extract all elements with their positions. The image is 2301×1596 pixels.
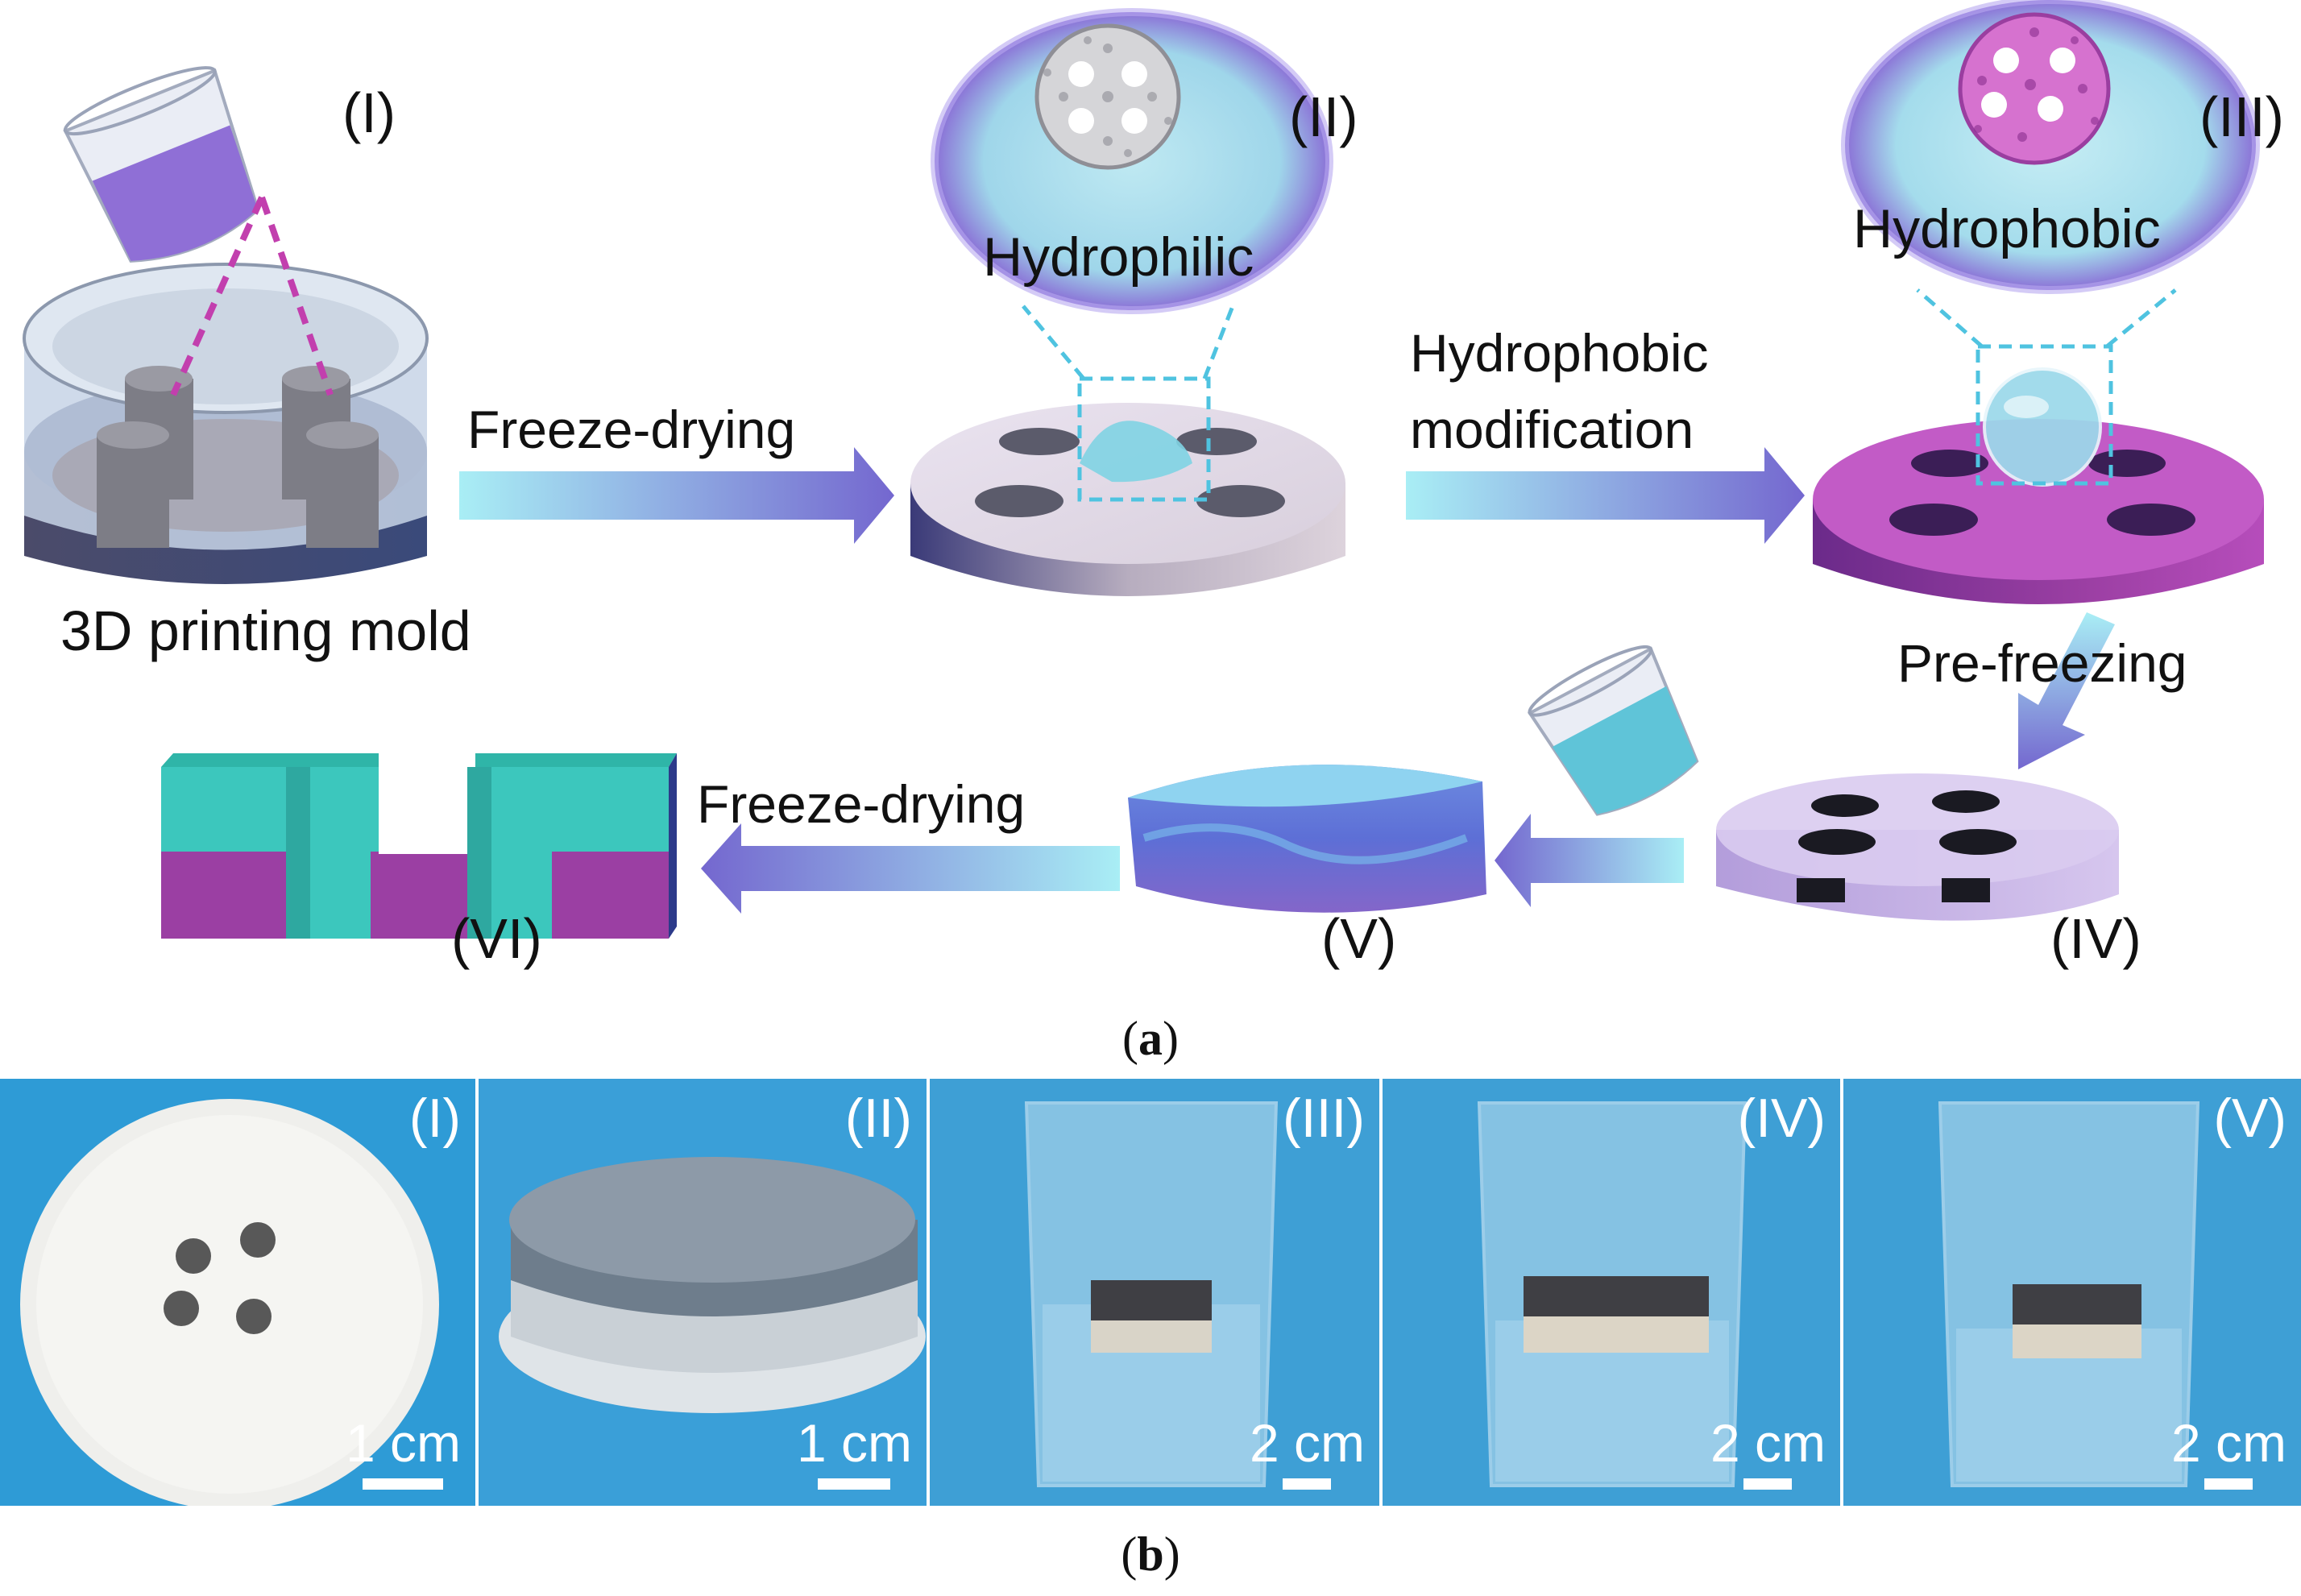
hydrophobic-zoom-bubble bbox=[1841, 0, 2260, 294]
photo-i: (I) 1 cm bbox=[0, 1079, 475, 1506]
photo-iv-scene bbox=[1477, 1101, 1748, 1487]
arrow-pre-freezing bbox=[2018, 612, 2115, 769]
mold-label: 3D printing mold bbox=[60, 599, 471, 662]
arrow-freeze-drying-bottom bbox=[701, 823, 1120, 914]
photo-v-label: (V) bbox=[2213, 1088, 2286, 1149]
beaker-pouring-ii bbox=[1527, 645, 1699, 816]
step-number-ii: (II) bbox=[1289, 85, 1358, 148]
pre-freezing-label: Pre-freezing bbox=[1897, 633, 2187, 693]
photo-i-scene bbox=[20, 1099, 439, 1506]
freeze-drying-label-bottom: Freeze-drying bbox=[697, 774, 1026, 834]
hydrophilic-zoom-bubble bbox=[931, 8, 1333, 314]
photo-ii-scale: 1 cm bbox=[797, 1412, 912, 1490]
photo-iii-scale: 2 cm bbox=[1250, 1412, 1365, 1490]
mold-illustration bbox=[23, 66, 429, 584]
hydrophobic-mod-label-line2: modification bbox=[1410, 400, 1694, 459]
final-bilayer-cross-section bbox=[161, 753, 677, 939]
caption-a: (a) bbox=[1122, 1012, 1179, 1065]
hydrophilic-label: Hydrophilic bbox=[983, 226, 1254, 288]
caption-b: (b) bbox=[1121, 1528, 1180, 1581]
photo-iii: (III) 2 cm bbox=[930, 1079, 1379, 1506]
photo-i-scale: 1 cm bbox=[346, 1412, 461, 1490]
hydrophobic-label: Hydrophobic bbox=[1853, 198, 2161, 259]
photo-ii: (II) 1 cm bbox=[479, 1079, 927, 1506]
step-number-i: (I) bbox=[342, 81, 396, 144]
step-number-vi: (VI) bbox=[451, 907, 542, 970]
photo-i-label: (I) bbox=[408, 1088, 461, 1149]
photo-strip-panel-b: (I) 1 cm (II) 1 cm (III) 2 cm bbox=[0, 1079, 2301, 1506]
scheme-panel-a bbox=[23, 0, 2264, 939]
photo-iii-label: (III) bbox=[1283, 1088, 1365, 1149]
freeze-drying-label-top: Freeze-drying bbox=[467, 400, 796, 459]
arrow-freeze-drying-top bbox=[459, 447, 894, 544]
pre-frozen-disk bbox=[1716, 773, 2119, 921]
step-number-iii: (III) bbox=[2199, 85, 2284, 148]
hydrophilic-scaffold-disk bbox=[910, 305, 1345, 596]
frozen-composite-block bbox=[1128, 765, 1486, 913]
photo-ii-scene bbox=[499, 1157, 926, 1413]
photo-ii-label: (II) bbox=[844, 1088, 912, 1149]
arrow-hydrophobic-modification bbox=[1406, 447, 1805, 544]
hydrophobic-scaffold-disk bbox=[1813, 288, 2264, 604]
hydrophobic-mod-label-line1: Hydrophobic bbox=[1410, 323, 1709, 383]
arrow-to-step-v bbox=[1495, 814, 1684, 907]
step-number-iv: (IV) bbox=[2050, 907, 2141, 970]
photo-v-scale: 2 cm bbox=[2171, 1412, 2286, 1490]
step-number-v: (V) bbox=[1321, 907, 1397, 970]
photo-v: (V) 2 cm bbox=[1843, 1079, 2301, 1506]
photo-iii-scene bbox=[1024, 1101, 1279, 1487]
photo-iv-label: (IV) bbox=[1737, 1088, 1826, 1149]
photo-v-scene bbox=[1938, 1101, 2200, 1487]
photo-iv-scale: 2 cm bbox=[1710, 1412, 1826, 1490]
photo-iv: (IV) 2 cm bbox=[1383, 1079, 1840, 1506]
